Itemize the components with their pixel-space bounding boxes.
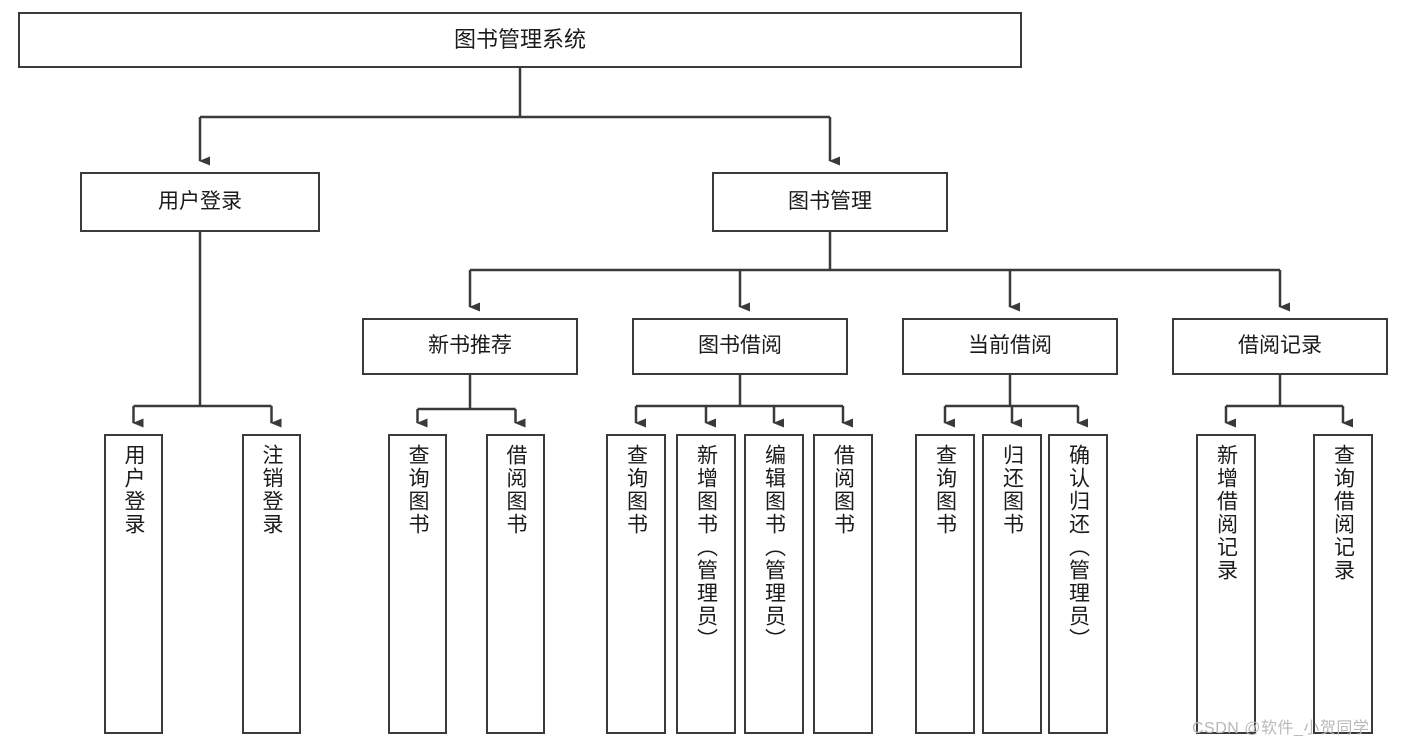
- node-label-leaf-borrow-books-borrow: 借阅图书: [831, 444, 855, 536]
- node-leaf-edit-book-admin[interactable]: 编辑图书（管理员）: [744, 434, 804, 734]
- node-label-leaf-add-book-admin: 新增图书（管理员）: [694, 444, 718, 651]
- node-label-user-login: 用户登录: [158, 189, 242, 213]
- node-label-leaf-user-login: 用户登录: [122, 444, 145, 536]
- watermark-credit: CSDN @软件_小贺同学: [1192, 720, 1370, 737]
- node-label-leaf-query-books-current: 查询图书: [933, 444, 957, 536]
- node-label-leaf-query-books-recommend: 查询图书: [406, 444, 429, 536]
- node-label-leaf-user-logout: 注销登录: [260, 444, 283, 536]
- node-leaf-user-login[interactable]: 用户登录: [104, 434, 163, 734]
- node-label-book-borrow: 图书借阅: [698, 334, 782, 358]
- node-leaf-add-borrow-record[interactable]: 新增借阅记录: [1196, 434, 1256, 734]
- node-book-management[interactable]: 图书管理: [712, 172, 948, 232]
- node-leaf-borrow-books-recommend[interactable]: 借阅图书: [486, 434, 545, 734]
- node-label-root: 图书管理系统: [453, 27, 586, 53]
- node-leaf-return-books[interactable]: 归还图书: [982, 434, 1042, 734]
- node-borrow-records[interactable]: 借阅记录: [1172, 318, 1388, 375]
- node-root[interactable]: 图书管理系统: [18, 12, 1022, 68]
- node-label-book-management: 图书管理: [788, 189, 872, 213]
- node-label-borrow-records: 借阅记录: [1238, 334, 1322, 358]
- node-user-login[interactable]: 用户登录: [80, 172, 320, 232]
- node-leaf-user-logout[interactable]: 注销登录: [242, 434, 301, 734]
- node-label-leaf-query-books-borrow: 查询图书: [624, 444, 648, 536]
- node-label-leaf-edit-book-admin: 编辑图书（管理员）: [762, 444, 786, 651]
- node-leaf-confirm-return-admin[interactable]: 确认归还（管理员）: [1048, 434, 1108, 734]
- node-label-leaf-add-borrow-record: 新增借阅记录: [1214, 444, 1238, 582]
- node-label-leaf-confirm-return-admin: 确认归还（管理员）: [1066, 444, 1090, 651]
- node-leaf-add-book-admin[interactable]: 新增图书（管理员）: [676, 434, 736, 734]
- node-label-current-borrow: 当前借阅: [968, 334, 1052, 358]
- node-book-borrow[interactable]: 图书借阅: [632, 318, 848, 375]
- node-leaf-borrow-books-borrow[interactable]: 借阅图书: [813, 434, 873, 734]
- node-label-leaf-borrow-books-recommend: 借阅图书: [504, 444, 527, 536]
- node-current-borrow[interactable]: 当前借阅: [902, 318, 1118, 375]
- node-leaf-query-borrow-record[interactable]: 查询借阅记录: [1313, 434, 1373, 734]
- node-new-book-recommend[interactable]: 新书推荐: [362, 318, 578, 375]
- node-leaf-query-books-recommend[interactable]: 查询图书: [388, 434, 447, 734]
- node-leaf-query-books-current[interactable]: 查询图书: [915, 434, 975, 734]
- node-label-leaf-query-borrow-record: 查询借阅记录: [1331, 444, 1355, 582]
- node-label-new-book-recommend: 新书推荐: [428, 334, 512, 358]
- node-label-leaf-return-books: 归还图书: [1000, 444, 1024, 536]
- node-leaf-query-books-borrow[interactable]: 查询图书: [606, 434, 666, 734]
